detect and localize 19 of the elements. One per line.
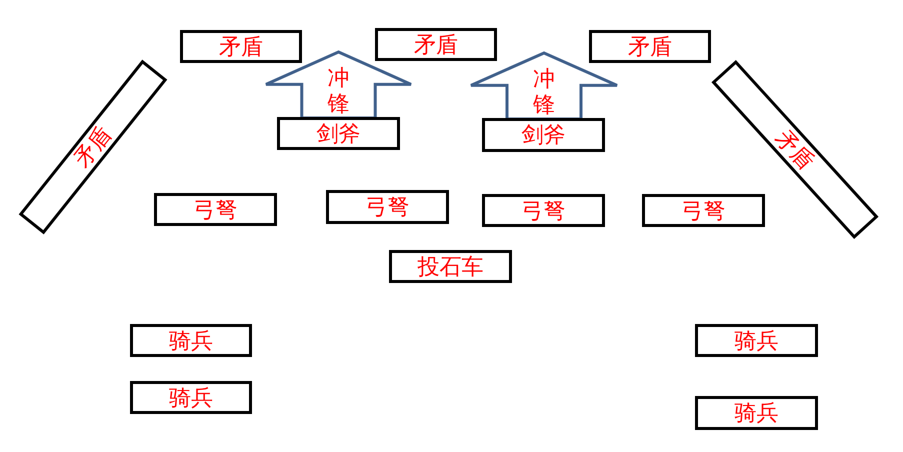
unit-box: 投石车 <box>389 250 512 283</box>
unit-box: 骑兵 <box>695 324 818 357</box>
unit-box: 骑兵 <box>130 381 252 414</box>
up-arrow-shape <box>265 51 412 119</box>
unit-box: 弓弩 <box>326 190 449 224</box>
unit-box: 弓弩 <box>482 194 605 227</box>
unit-box: 矛盾 <box>375 28 497 61</box>
unit-box: 弓弩 <box>642 194 765 227</box>
arrow-label: 冲锋 <box>326 65 350 117</box>
arrow-label: 冲锋 <box>532 66 556 118</box>
unit-box: 剑斧 <box>277 117 400 150</box>
unit-box: 矛盾 <box>180 30 302 63</box>
unit-box: 矛盾 <box>18 60 168 234</box>
unit-box: 矛盾 <box>589 30 711 63</box>
up-arrow-shape <box>470 52 618 120</box>
unit-box: 剑斧 <box>482 118 605 152</box>
unit-box: 骑兵 <box>695 396 818 430</box>
unit-box: 弓弩 <box>154 193 277 226</box>
unit-box: 骑兵 <box>130 324 252 357</box>
